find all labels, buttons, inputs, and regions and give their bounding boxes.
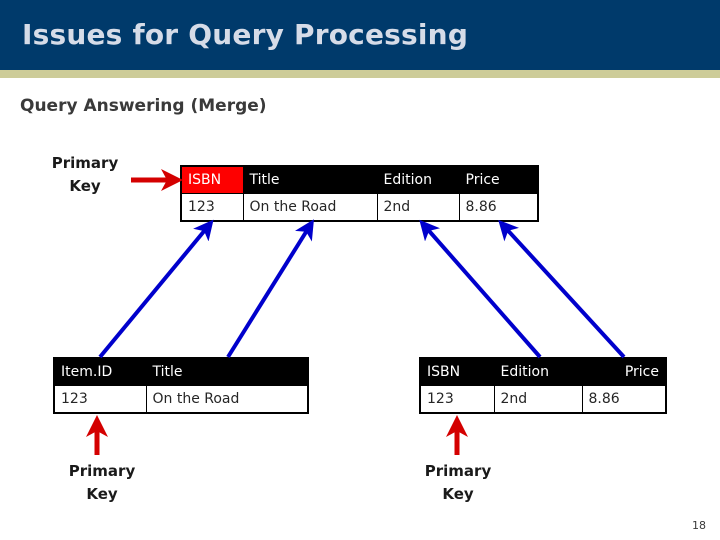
primary-key-label-source-2: Primary Key — [408, 460, 508, 505]
primary-key-label-source-1: Primary Key — [52, 460, 152, 505]
primary-key-label-line2: Key — [69, 176, 101, 195]
column-header-price: Price — [581, 357, 667, 386]
primary-key-label-merged: Primary Key — [35, 152, 135, 197]
column-header-isbn: ISBN — [180, 165, 244, 194]
table-header-row: ISBN Title Edition Price — [180, 165, 539, 194]
table-row: 123 On the Road — [53, 385, 309, 414]
table-row: 123 2nd 8.86 — [419, 385, 667, 414]
title-banner — [0, 0, 720, 70]
primary-key-label-line2: Key — [86, 484, 118, 503]
primary-key-label-line1: Primary — [424, 462, 492, 480]
cell-price: 8.86 — [581, 385, 667, 414]
column-header-title: Title — [145, 357, 309, 386]
column-header-isbn: ISBN — [419, 357, 495, 386]
column-header-title: Title — [242, 165, 378, 194]
merged-result-table: ISBN Title Edition Price 123 On the Road… — [180, 165, 539, 222]
merge-arrow-price — [498, 219, 626, 359]
cell-isbn: 123 — [180, 193, 244, 222]
title-banner-stripe — [0, 70, 720, 78]
column-header-edition: Edition — [376, 165, 460, 194]
cell-edition: 2nd — [376, 193, 460, 222]
source-table-item: Item.ID Title 123 On the Road — [53, 357, 309, 414]
primary-key-label-line1: Primary — [68, 462, 136, 480]
column-header-edition: Edition — [493, 357, 583, 386]
cell-title: On the Road — [145, 385, 309, 414]
primary-key-label-line1: Primary — [51, 154, 119, 172]
column-header-price: Price — [458, 165, 539, 194]
merge-arrow-title — [226, 219, 314, 359]
slide-title: Issues for Query Processing — [22, 18, 469, 51]
cell-edition: 2nd — [493, 385, 583, 414]
merge-arrow-item-id — [98, 219, 214, 359]
cell-isbn: 123 — [419, 385, 495, 414]
cell-item-id: 123 — [53, 385, 147, 414]
cell-title: On the Road — [242, 193, 378, 222]
merge-arrow-edition — [419, 219, 542, 359]
primary-key-label-line2: Key — [442, 484, 474, 503]
source-table-isbn: ISBN Edition Price 123 2nd 8.86 — [419, 357, 667, 414]
table-row: 123 On the Road 2nd 8.86 — [180, 193, 539, 222]
cell-price: 8.86 — [458, 193, 539, 222]
slide-subtitle: Query Answering (Merge) — [20, 96, 267, 116]
table-header-row: ISBN Edition Price — [419, 357, 667, 386]
table-header-row: Item.ID Title — [53, 357, 309, 386]
column-header-item-id: Item.ID — [53, 357, 147, 386]
page-number: 18 — [692, 519, 706, 532]
